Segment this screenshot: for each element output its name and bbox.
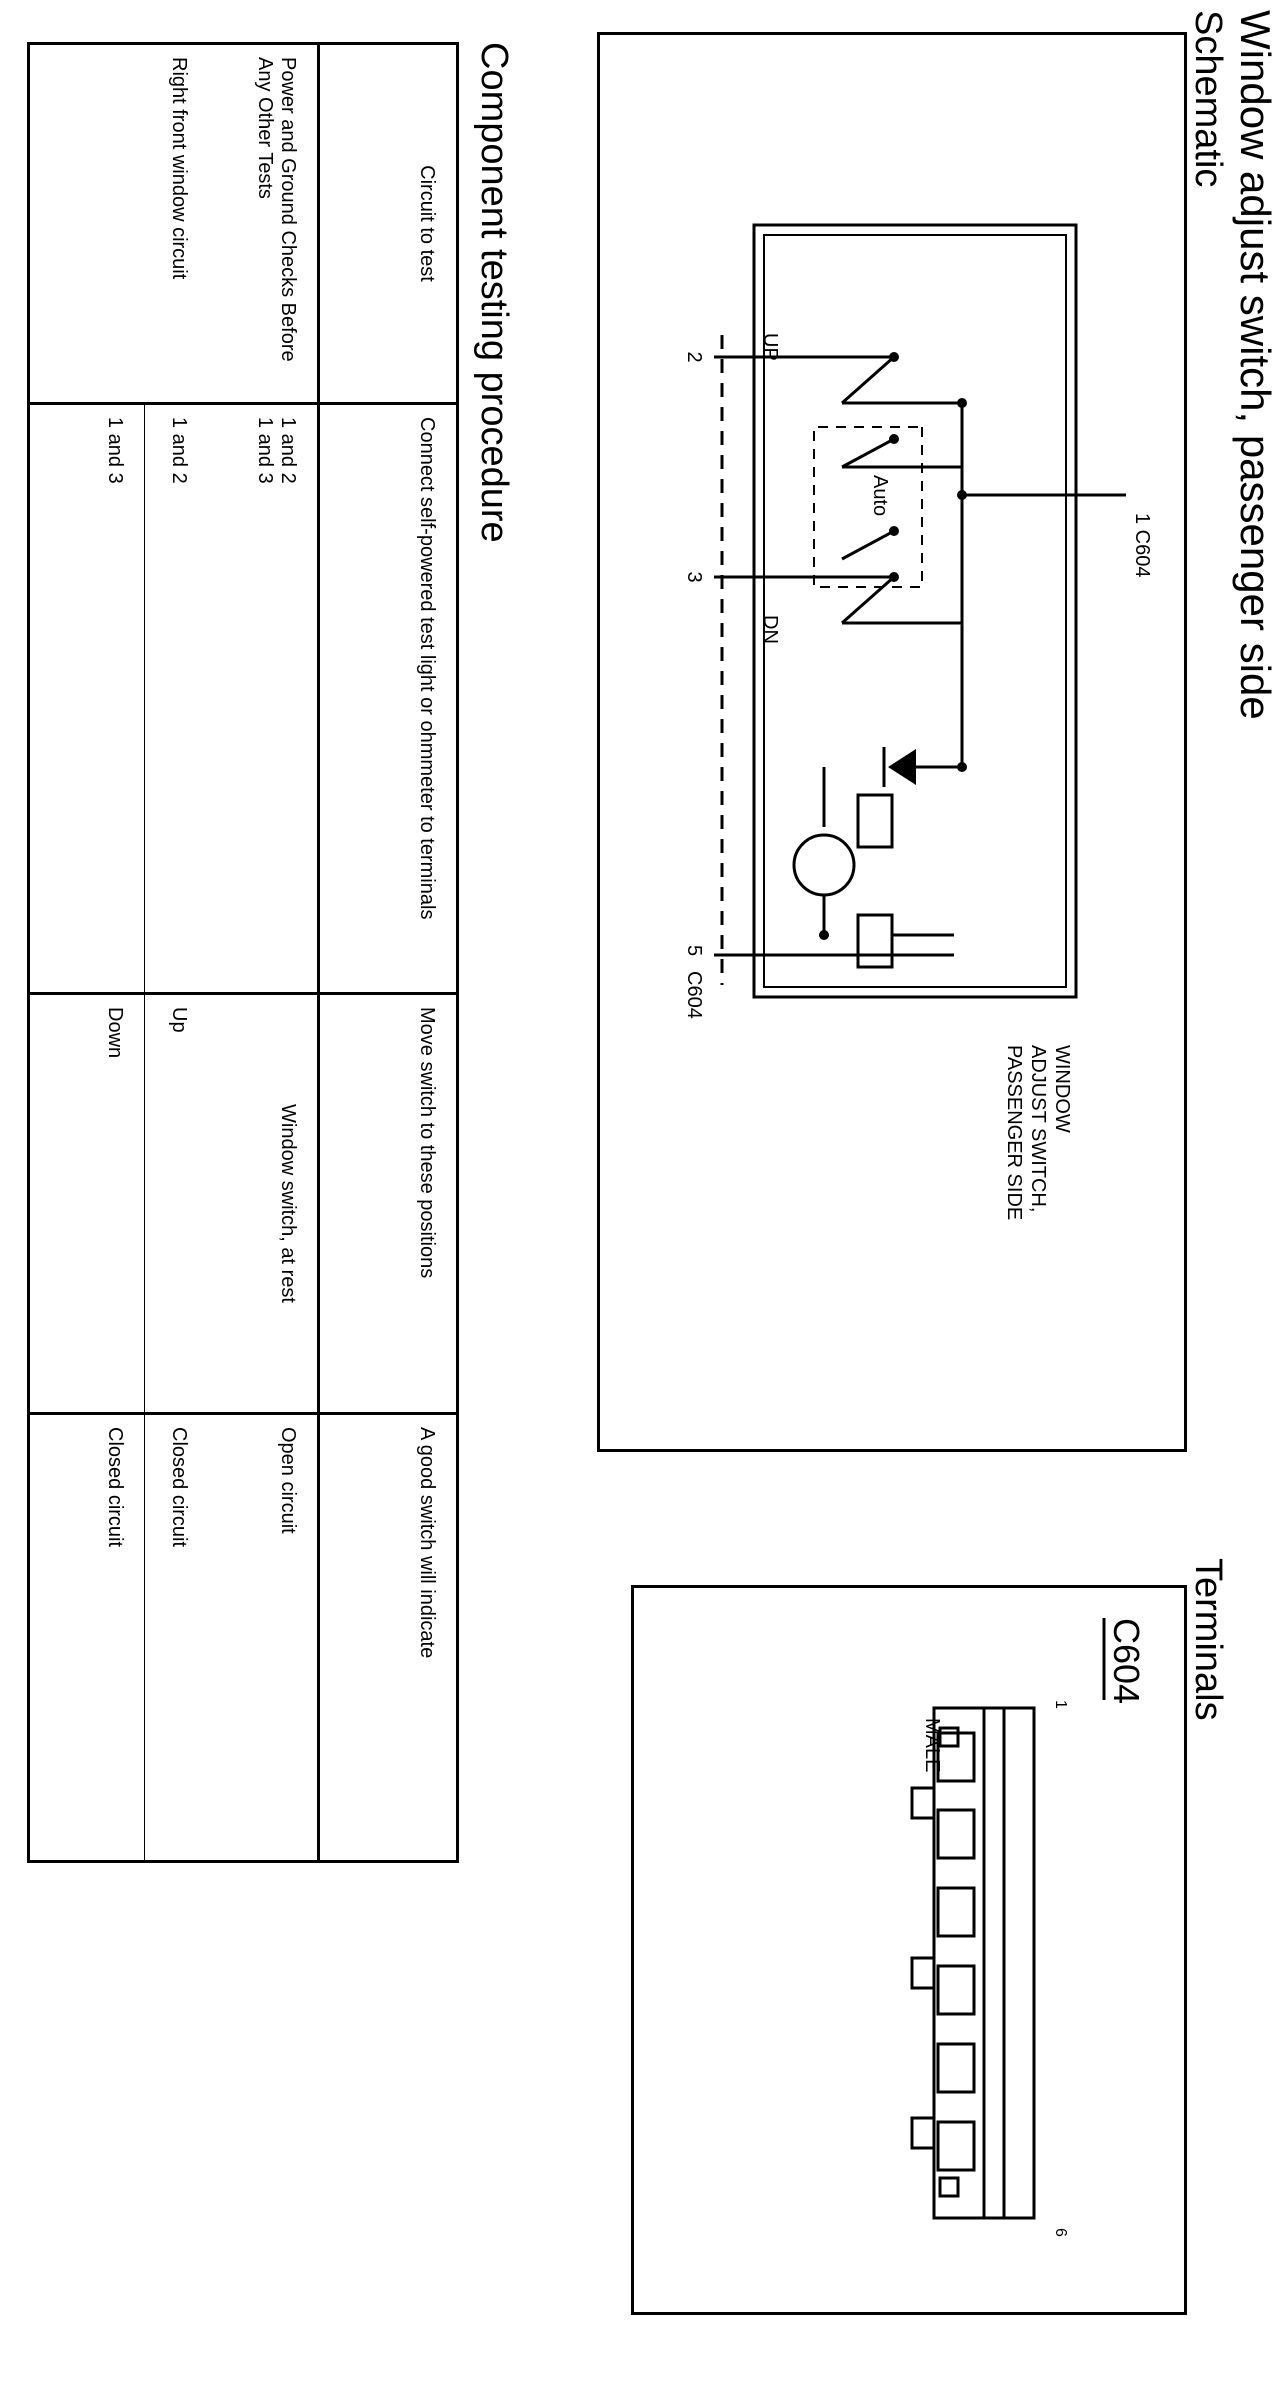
switch-housing <box>752 223 1078 999</box>
circuit-cell: Power and Ground Checks Before Any Other… <box>208 43 319 404</box>
circuit-cell: Right front window circuit <box>144 43 209 404</box>
connector-diagram: C604 MALE 1 6 <box>910 1618 1147 2237</box>
up-switch-blade <box>841 355 895 405</box>
column-header: Connect self-powered test light or ohmme… <box>318 403 458 994</box>
pin3-label: 3 <box>683 571 705 582</box>
resistor-1 <box>856 793 894 849</box>
position-cell: Down <box>28 993 145 1414</box>
table-row: 1 and 3 Down Closed circuit <box>28 43 145 1862</box>
switch-housing-inner <box>763 234 1067 988</box>
procedure-table: Circuit to test Connect self-powered tes… <box>27 42 459 1863</box>
terminals-cell: 1 and 2 <box>144 403 209 994</box>
connector-id: C604 <box>1106 1618 1147 1704</box>
pin5-connector-label: C604 <box>683 971 705 1019</box>
indicator-lamp <box>792 833 856 897</box>
table-row: Right front window circuit 1 and 2 Up Cl… <box>144 43 209 1862</box>
result-cell: Closed circuit <box>28 1413 145 1862</box>
schematic-diagram: 1 C604 2 3 5 C604 UP DN Auto WINDOW ADJU… <box>683 223 1153 1220</box>
dn-switch-blade <box>841 575 895 625</box>
terminals-cell: 1 and 3 <box>28 403 145 994</box>
component-name-line-2: ADJUST SWITCH, <box>1027 1045 1049 1212</box>
pin2-label: 2 <box>683 351 705 362</box>
auto-switch-blade-2 <box>841 529 895 561</box>
table-header-row: Circuit to test Connect self-powered tes… <box>318 43 458 1862</box>
connector-body <box>910 1706 1036 2220</box>
procedure-table-wrap: Circuit to test Connect self-powered tes… <box>27 42 459 1863</box>
terminals-cell: 1 and 2 1 and 3 <box>208 403 319 994</box>
column-header: Move switch to these positions <box>318 993 458 1414</box>
up-label: UP <box>759 333 781 361</box>
pin-last-label: 6 <box>1052 2228 1069 2237</box>
pin5-label: 5 <box>683 945 705 956</box>
contact-dots <box>819 352 967 940</box>
diode-icon <box>882 747 916 787</box>
table-row: Power and Ground Checks Before Any Other… <box>208 43 319 1862</box>
result-cell: Open circuit <box>208 1413 319 1862</box>
terminals-heading: Terminals <box>1187 1558 1229 1721</box>
dn-label: DN <box>759 615 781 644</box>
auto-label: Auto <box>869 475 891 516</box>
pin-first-label: 1 <box>1052 1700 1069 1709</box>
procedure-heading: Component testing procedure <box>473 42 515 543</box>
column-header: A good switch will indicate <box>318 1413 458 1862</box>
component-name-line-3: PASSENGER SIDE <box>1003 1045 1025 1220</box>
circuit-cell <box>28 43 145 404</box>
column-header: Circuit to test <box>318 43 458 404</box>
position-cell: Window switch, at rest <box>208 993 319 1414</box>
page-title: Window adjust switch, passenger side <box>1232 10 1279 720</box>
position-cell: Up <box>144 993 209 1414</box>
terminal-cavities <box>936 1731 976 2172</box>
auto-switch-blade-1 <box>841 437 895 469</box>
schematic-heading: Schematic <box>1187 10 1229 188</box>
resistor-2 <box>856 913 894 969</box>
component-name-line-1: WINDOW <box>1051 1045 1073 1133</box>
schematic-frame: 1 C604 2 3 5 C604 UP DN Auto WINDOW ADJU… <box>597 32 1187 1452</box>
result-cell: Closed circuit <box>144 1413 209 1862</box>
terminals-frame: C604 MALE 1 6 <box>631 1585 1187 2315</box>
pin1-connector-label: 1 C604 <box>1131 513 1153 578</box>
auto-group-boundary <box>813 426 923 588</box>
